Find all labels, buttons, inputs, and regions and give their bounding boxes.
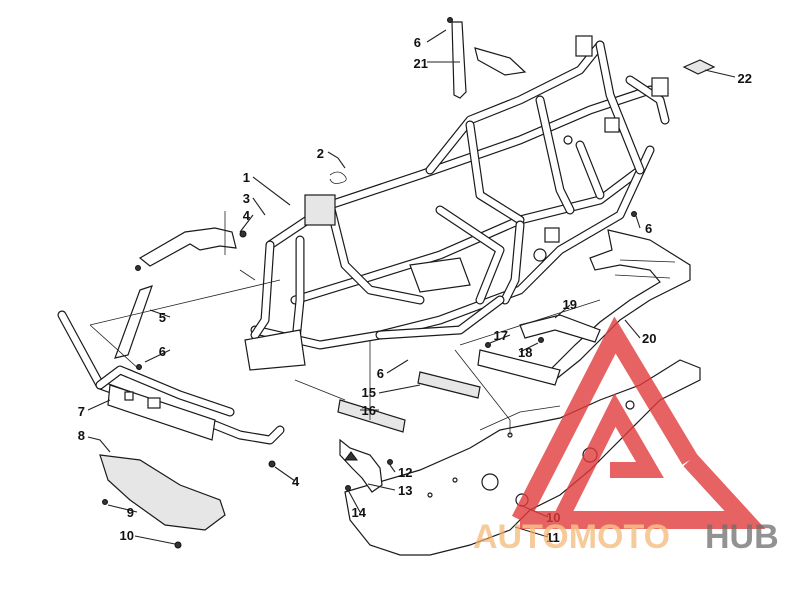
callout-18: 18 xyxy=(518,345,532,360)
callout-3: 3 xyxy=(243,191,250,206)
callout-10-left: 10 xyxy=(120,528,134,543)
callout-6-left: 6 xyxy=(159,344,166,359)
callout-2: 2 xyxy=(317,146,324,161)
bracket-part-13 xyxy=(339,438,383,493)
callout-14: 14 xyxy=(352,505,367,520)
main-frame xyxy=(244,35,670,371)
support-part-5 xyxy=(114,285,153,359)
callout-17: 17 xyxy=(494,328,508,343)
callout-12: 12 xyxy=(398,465,412,480)
callout-13: 13 xyxy=(398,483,412,498)
pad-part-22 xyxy=(682,59,716,75)
callout-5: 5 xyxy=(159,310,166,325)
front-skid-part-8 xyxy=(99,454,226,531)
callout-21: 21 xyxy=(414,56,428,71)
callout-19: 19 xyxy=(563,297,577,312)
callout-1: 1 xyxy=(243,170,250,185)
rear-rack-part-20 xyxy=(477,229,691,386)
callout-6-right: 6 xyxy=(645,221,652,236)
watermark-brand-part2: HUB xyxy=(705,518,779,556)
callout-6-center: 6 xyxy=(377,366,384,381)
fastener-group-21 xyxy=(474,47,527,76)
leader-lines xyxy=(87,29,736,545)
callout-15: 15 xyxy=(362,385,376,400)
callout-4-upper: 4 xyxy=(243,208,251,223)
callout-16: 16 xyxy=(362,403,376,418)
callout-8: 8 xyxy=(78,428,85,443)
callout-4-lower: 4 xyxy=(292,474,300,489)
bracket-part-3 xyxy=(138,227,237,267)
callout-22: 22 xyxy=(738,71,752,86)
callout-7: 7 xyxy=(78,404,85,419)
clip-part-2 xyxy=(329,171,347,184)
brace-part-19 xyxy=(519,314,601,343)
watermark-triangle-icon xyxy=(511,316,698,525)
block-part-15 xyxy=(417,371,481,399)
callout-6-top: 6 xyxy=(414,35,421,50)
block-part-16 xyxy=(337,399,406,433)
bracket-part-21 xyxy=(451,21,467,99)
callout-20: 20 xyxy=(642,331,656,346)
front-bumper-part-7 xyxy=(57,310,285,445)
callout-9: 9 xyxy=(127,505,134,520)
watermark-logo: AUTOMOTO HUB xyxy=(473,316,779,556)
watermark-brand-part1: AUTOMOTO xyxy=(473,518,670,556)
callout-10-bottom: 11 xyxy=(546,530,560,545)
